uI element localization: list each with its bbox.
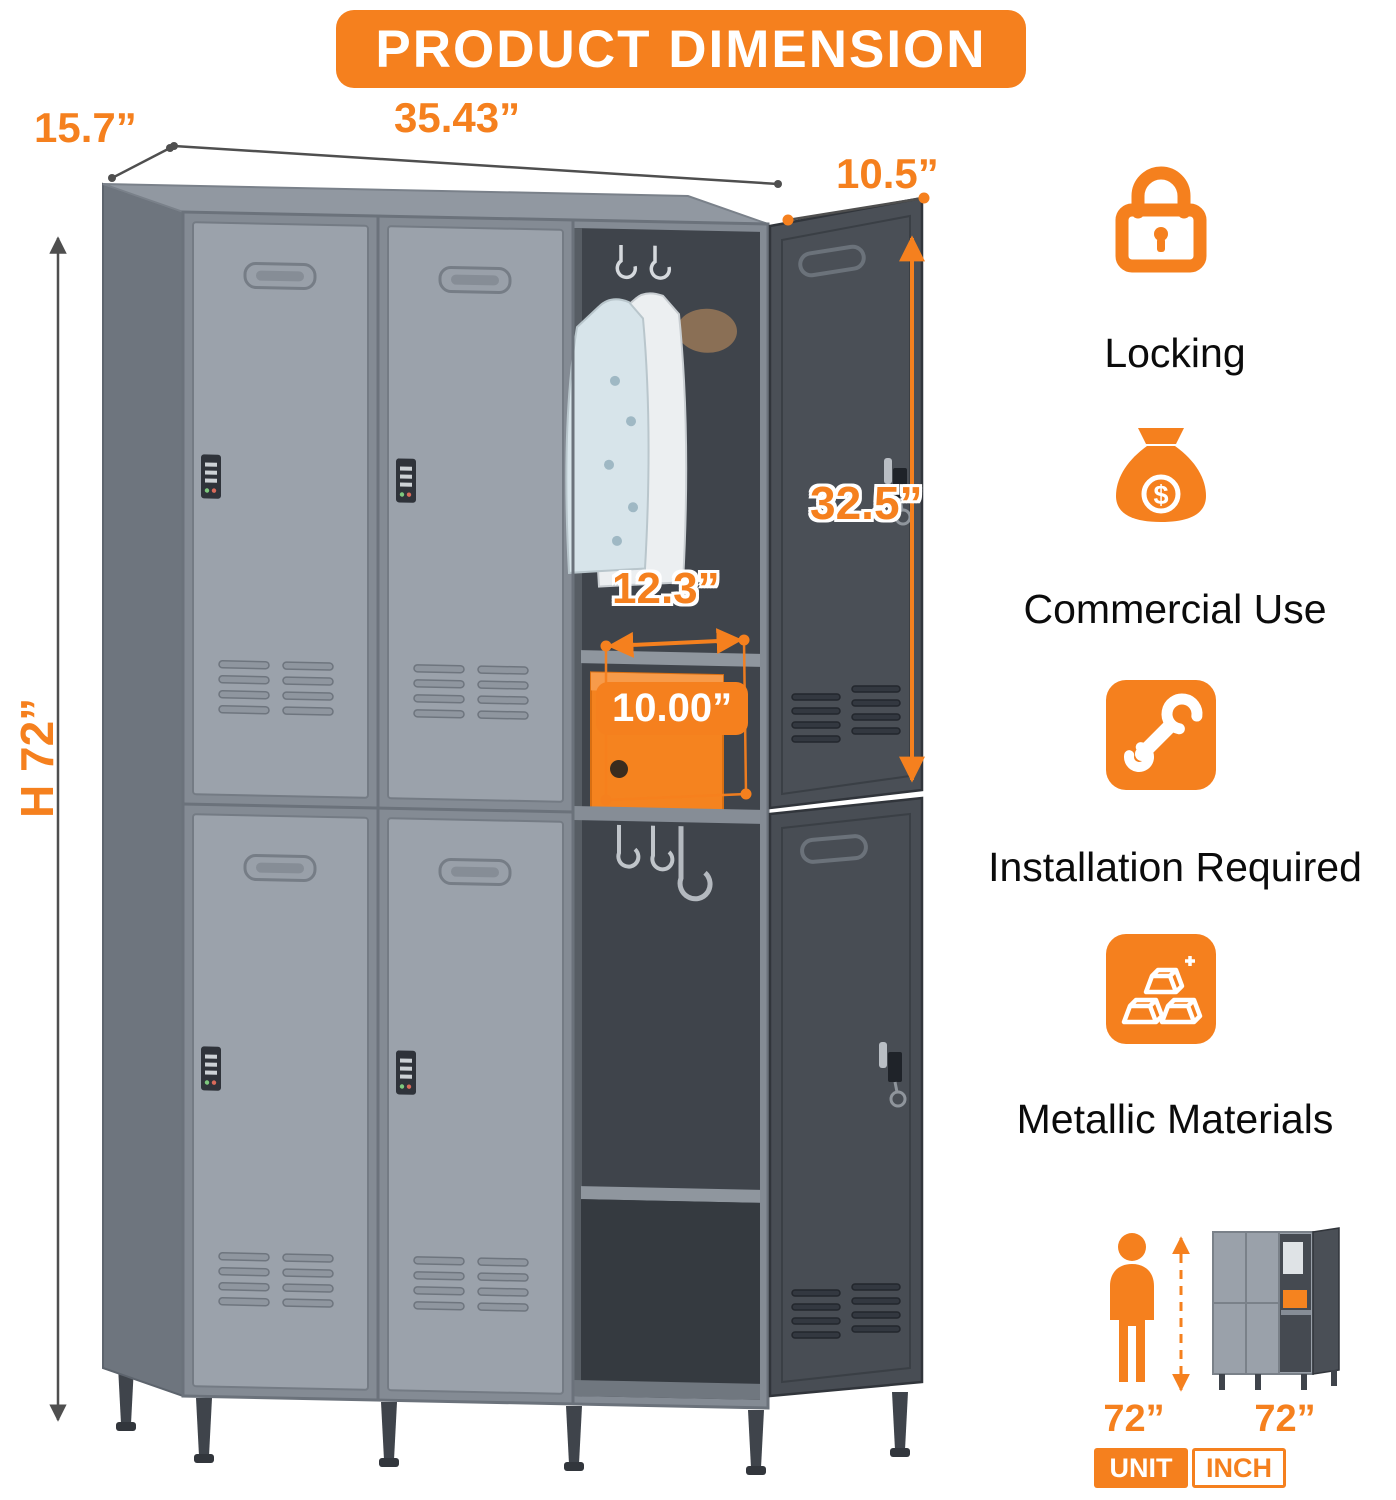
dim-cubby-depth-badge: 10.00”: [596, 682, 749, 735]
person-height-label: 72”: [1103, 1398, 1165, 1440]
inch-badge: INCH: [1192, 1448, 1286, 1488]
locker-illustration: [49, 142, 930, 1475]
page-title: PRODUCT DIMENSION: [375, 19, 987, 79]
dim-depth-label: 15.7”: [34, 104, 137, 151]
dim-open-door-width-label: 10.5”: [836, 150, 939, 197]
coat-hook: [650, 825, 675, 872]
coat-hook: [616, 824, 641, 869]
open-door-bottom: [768, 796, 924, 1398]
locker-front: [181, 210, 770, 1410]
title-banner: PRODUCT DIMENSION: [336, 10, 1026, 88]
locker-side-panel: [102, 182, 184, 1398]
locker-leg: [746, 1410, 766, 1475]
closed-door: [193, 222, 368, 798]
feature-label-metallic-materials: Metallic Materials: [1016, 1096, 1334, 1142]
locker-leg: [194, 1398, 214, 1463]
dim-door-height-label: 32.5”: [810, 477, 923, 529]
locker-leg: [379, 1402, 399, 1467]
dim-cubby-width-label: 12.3”: [612, 564, 720, 613]
hanging-clothes: [565, 292, 737, 588]
feature-label-installation-required: Installation Required: [988, 844, 1362, 890]
locker-leg: [890, 1392, 910, 1457]
height-measure-line: [1172, 1236, 1190, 1392]
hanging-hook: [615, 244, 638, 280]
wrench-icon: [1106, 680, 1216, 790]
money-bag-icon: $: [1116, 428, 1206, 522]
bottom-shelf: [581, 1186, 760, 1203]
dim-width-label: 35.43”: [394, 94, 521, 141]
open-door-top: [768, 196, 924, 810]
dollar-glyph: $: [1153, 480, 1168, 510]
locker-leg: [564, 1406, 584, 1471]
hanging-hook: [649, 245, 672, 280]
dim-height-label: H 72”: [11, 697, 63, 818]
closed-door: [193, 814, 368, 1390]
lock-icon: [1115, 166, 1207, 273]
feature-label-locking: Locking: [1104, 330, 1246, 376]
unit-badge: UNIT: [1094, 1448, 1188, 1488]
mini-locker-icon: [1212, 1227, 1340, 1390]
divider-shelf: [573, 806, 760, 824]
locker-interior: [565, 228, 760, 1400]
gold-bars-icon: [1106, 934, 1216, 1044]
closed-door: [388, 818, 563, 1394]
closed-door: [388, 226, 563, 802]
locker-height-label: 72”: [1254, 1398, 1316, 1440]
person-icon: [1110, 1233, 1154, 1382]
coat-hook: [677, 826, 713, 902]
feature-label-commercial-use: Commercial Use: [1023, 586, 1327, 632]
